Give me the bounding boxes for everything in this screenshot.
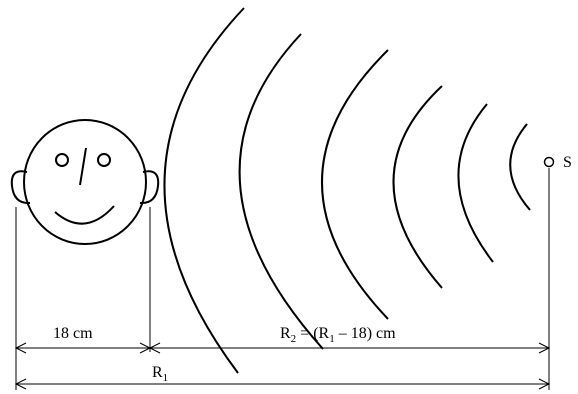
arrowhead-left — [14, 378, 27, 390]
left-eye — [55, 153, 69, 167]
r2-label: R2 = (R1 – 18) cm — [280, 325, 396, 345]
wavefronts — [163, 7, 531, 374]
right-eye — [97, 153, 111, 167]
r2-dimension: R2 = (R1 – 18) cm — [148, 325, 551, 354]
head — [10, 119, 160, 245]
r1-label: R1 — [152, 364, 168, 384]
mouth — [54, 205, 115, 225]
wavefront-6 — [509, 123, 531, 211]
r1-dimension: R1 — [14, 364, 551, 390]
ear-distance-label: 18 cm — [53, 325, 93, 342]
right-ear — [139, 170, 160, 205]
wavefront-1 — [163, 7, 245, 374]
nose — [79, 147, 87, 186]
arrowhead-left — [148, 342, 161, 354]
wavefront-2 — [238, 33, 324, 350]
wavefront-3 — [321, 49, 389, 320]
arrowhead-left — [14, 342, 27, 354]
sound-source: S — [543, 154, 572, 171]
face-outline — [23, 119, 147, 245]
ear-distance-dimension: 18 cm — [14, 325, 152, 354]
left-ear — [10, 170, 31, 205]
arrowhead-right — [538, 342, 551, 354]
wavefront-4 — [392, 85, 443, 289]
arrowhead-right — [538, 378, 551, 390]
source-point — [543, 156, 555, 168]
source-label: S — [563, 154, 572, 171]
wavefront-5 — [457, 103, 494, 263]
